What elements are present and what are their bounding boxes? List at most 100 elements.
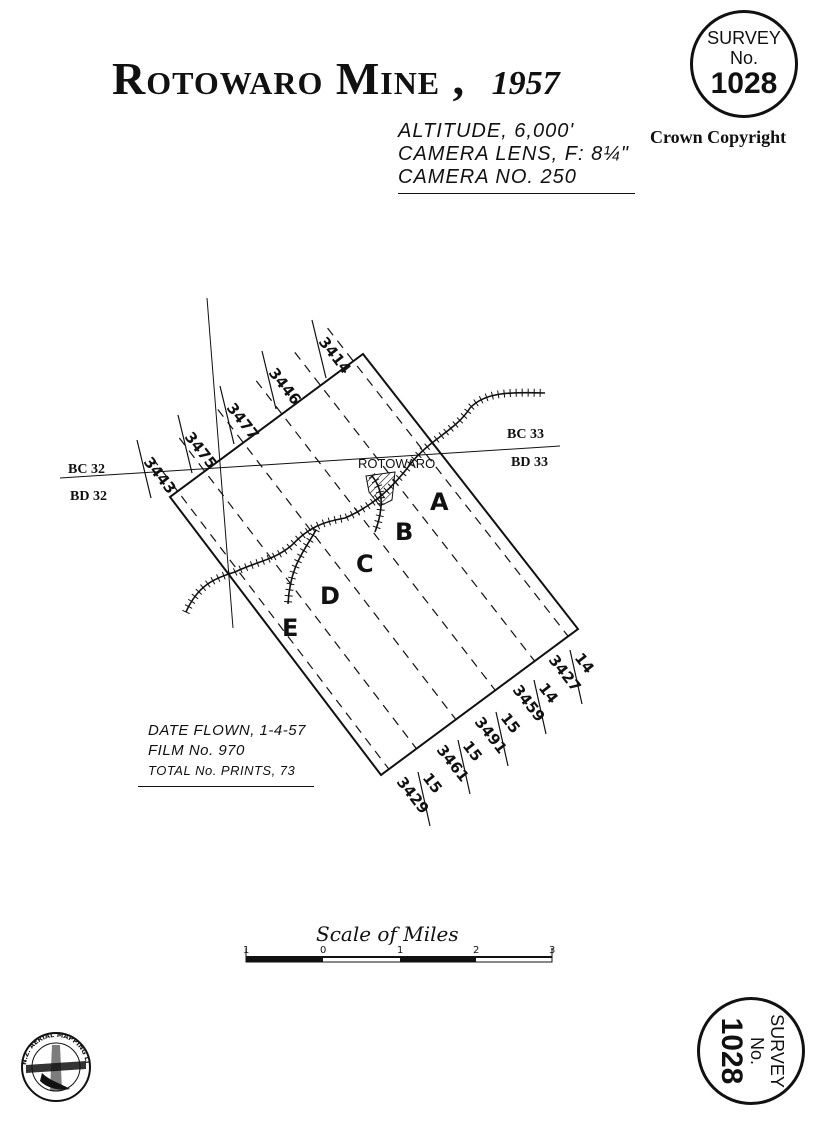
railway-tie bbox=[321, 519, 326, 528]
railway-tie bbox=[452, 421, 459, 428]
railway-tie bbox=[484, 393, 489, 402]
railway-tie bbox=[372, 525, 381, 530]
scale-tick-label: 2 bbox=[473, 945, 479, 956]
railway-tie bbox=[456, 417, 464, 424]
railway-tie bbox=[460, 413, 468, 420]
grid-label-bc32: BC 32 bbox=[68, 462, 105, 477]
railway-tie bbox=[289, 570, 298, 575]
altitude-text: ALTITUDE, 6,000' bbox=[398, 120, 575, 142]
railway-tie bbox=[473, 399, 479, 407]
scale-bar-segment bbox=[400, 957, 476, 962]
railway-tie bbox=[468, 403, 475, 410]
railway-tie bbox=[187, 598, 196, 604]
railway-tie bbox=[376, 508, 385, 511]
stamp-survey-label: SURVEY bbox=[707, 28, 781, 48]
grid-label-bd33: BD 33 bbox=[511, 455, 548, 470]
survey-stamp-top: SURVEY No. 1028 bbox=[690, 10, 798, 118]
mine-area-hatched bbox=[365, 471, 396, 507]
railway-tie bbox=[399, 470, 407, 477]
strip-label-e: E bbox=[282, 614, 298, 642]
railway-tie bbox=[195, 588, 203, 595]
survey-block-outline bbox=[168, 352, 580, 777]
railway-tie bbox=[299, 548, 308, 553]
railway-tie bbox=[369, 498, 376, 506]
flight-strip-line bbox=[327, 327, 569, 637]
railway-tie bbox=[497, 390, 500, 399]
railway-tie bbox=[415, 451, 422, 459]
railway-tie bbox=[312, 527, 320, 533]
flight-strip-lines bbox=[151, 327, 569, 770]
railway-tie bbox=[478, 395, 484, 404]
railway-tie bbox=[182, 609, 190, 615]
strip-label-b: B bbox=[395, 518, 413, 546]
strip-label-d: D bbox=[320, 582, 340, 610]
scale-tick-label: 1 bbox=[243, 945, 249, 956]
railway-tie bbox=[316, 521, 321, 530]
railway-tie bbox=[295, 535, 302, 543]
railway-tie bbox=[403, 465, 411, 472]
scale-bar: 1 0 1 2 3 bbox=[243, 945, 555, 963]
scale-tick-label: 3 bbox=[549, 945, 555, 956]
railway-tie bbox=[296, 553, 305, 559]
flight-strip-line bbox=[255, 380, 496, 691]
railway-tie bbox=[411, 456, 418, 463]
railway-tie bbox=[249, 561, 254, 569]
place-label-rotowaro: ROTOWARO bbox=[358, 456, 435, 471]
crown-copyright: Crown Copyright bbox=[650, 127, 787, 147]
total-prints-text: TOTAL No. PRINTS, 73 bbox=[148, 763, 296, 778]
railway-tie bbox=[232, 568, 238, 576]
railway-tie bbox=[184, 604, 193, 609]
frame-mark-tick bbox=[457, 739, 471, 795]
railway-tie bbox=[277, 549, 282, 558]
railway-tie bbox=[286, 582, 295, 586]
railway-tie bbox=[339, 514, 343, 523]
railway-tie bbox=[509, 389, 511, 398]
frame-mark-tick bbox=[311, 319, 327, 379]
railway-tie bbox=[191, 593, 199, 600]
frame-mark-tick bbox=[569, 649, 583, 705]
flight-strip-line bbox=[178, 437, 417, 750]
railway-tie bbox=[464, 408, 472, 415]
railway-tie bbox=[333, 515, 337, 524]
railway-tie bbox=[304, 527, 311, 536]
railway-tie bbox=[309, 532, 317, 538]
railway-tie bbox=[424, 443, 431, 451]
title-separator: , bbox=[452, 53, 466, 104]
railway-tie bbox=[255, 559, 260, 567]
stamp-no-label: No. bbox=[729, 48, 758, 68]
scale-bar-segment bbox=[246, 957, 323, 962]
railway-tie bbox=[261, 557, 265, 565]
map-title: Rotowaro Mine , 1957 bbox=[112, 52, 560, 105]
railway-tie bbox=[221, 571, 226, 580]
stamp-number: 1028 bbox=[710, 67, 778, 100]
railway-tie bbox=[266, 554, 271, 563]
railway-tie bbox=[287, 576, 296, 580]
grid-label-bd32: BD 32 bbox=[70, 489, 107, 504]
scale-tick-label: 1 bbox=[397, 945, 403, 956]
flight-strip-line bbox=[217, 409, 457, 720]
frame-mark-tick bbox=[219, 385, 235, 445]
frame-mark-tick bbox=[136, 439, 152, 499]
railway-tie bbox=[294, 559, 302, 564]
railway-tie bbox=[284, 594, 293, 597]
date-flown-text: DATE FLOWN, 1-4-57 bbox=[148, 722, 306, 739]
railway-tie bbox=[291, 564, 300, 569]
railway-tie bbox=[327, 517, 331, 526]
strip-label-c: C bbox=[356, 550, 374, 578]
railway-tie bbox=[438, 432, 445, 440]
flight-strip-line bbox=[151, 457, 390, 770]
railway-tie bbox=[365, 502, 371, 510]
railway-tie bbox=[443, 428, 449, 436]
railway-tie bbox=[374, 520, 383, 524]
railway-tie bbox=[290, 539, 298, 547]
frame-mark-tick bbox=[177, 414, 193, 474]
specs-underline bbox=[398, 193, 635, 194]
railway-tie bbox=[216, 574, 221, 582]
railway-tie bbox=[447, 424, 454, 432]
railway-tie bbox=[238, 565, 243, 574]
railway-tie bbox=[303, 542, 311, 548]
railway-tie bbox=[282, 547, 288, 555]
railway-tie bbox=[306, 537, 314, 543]
